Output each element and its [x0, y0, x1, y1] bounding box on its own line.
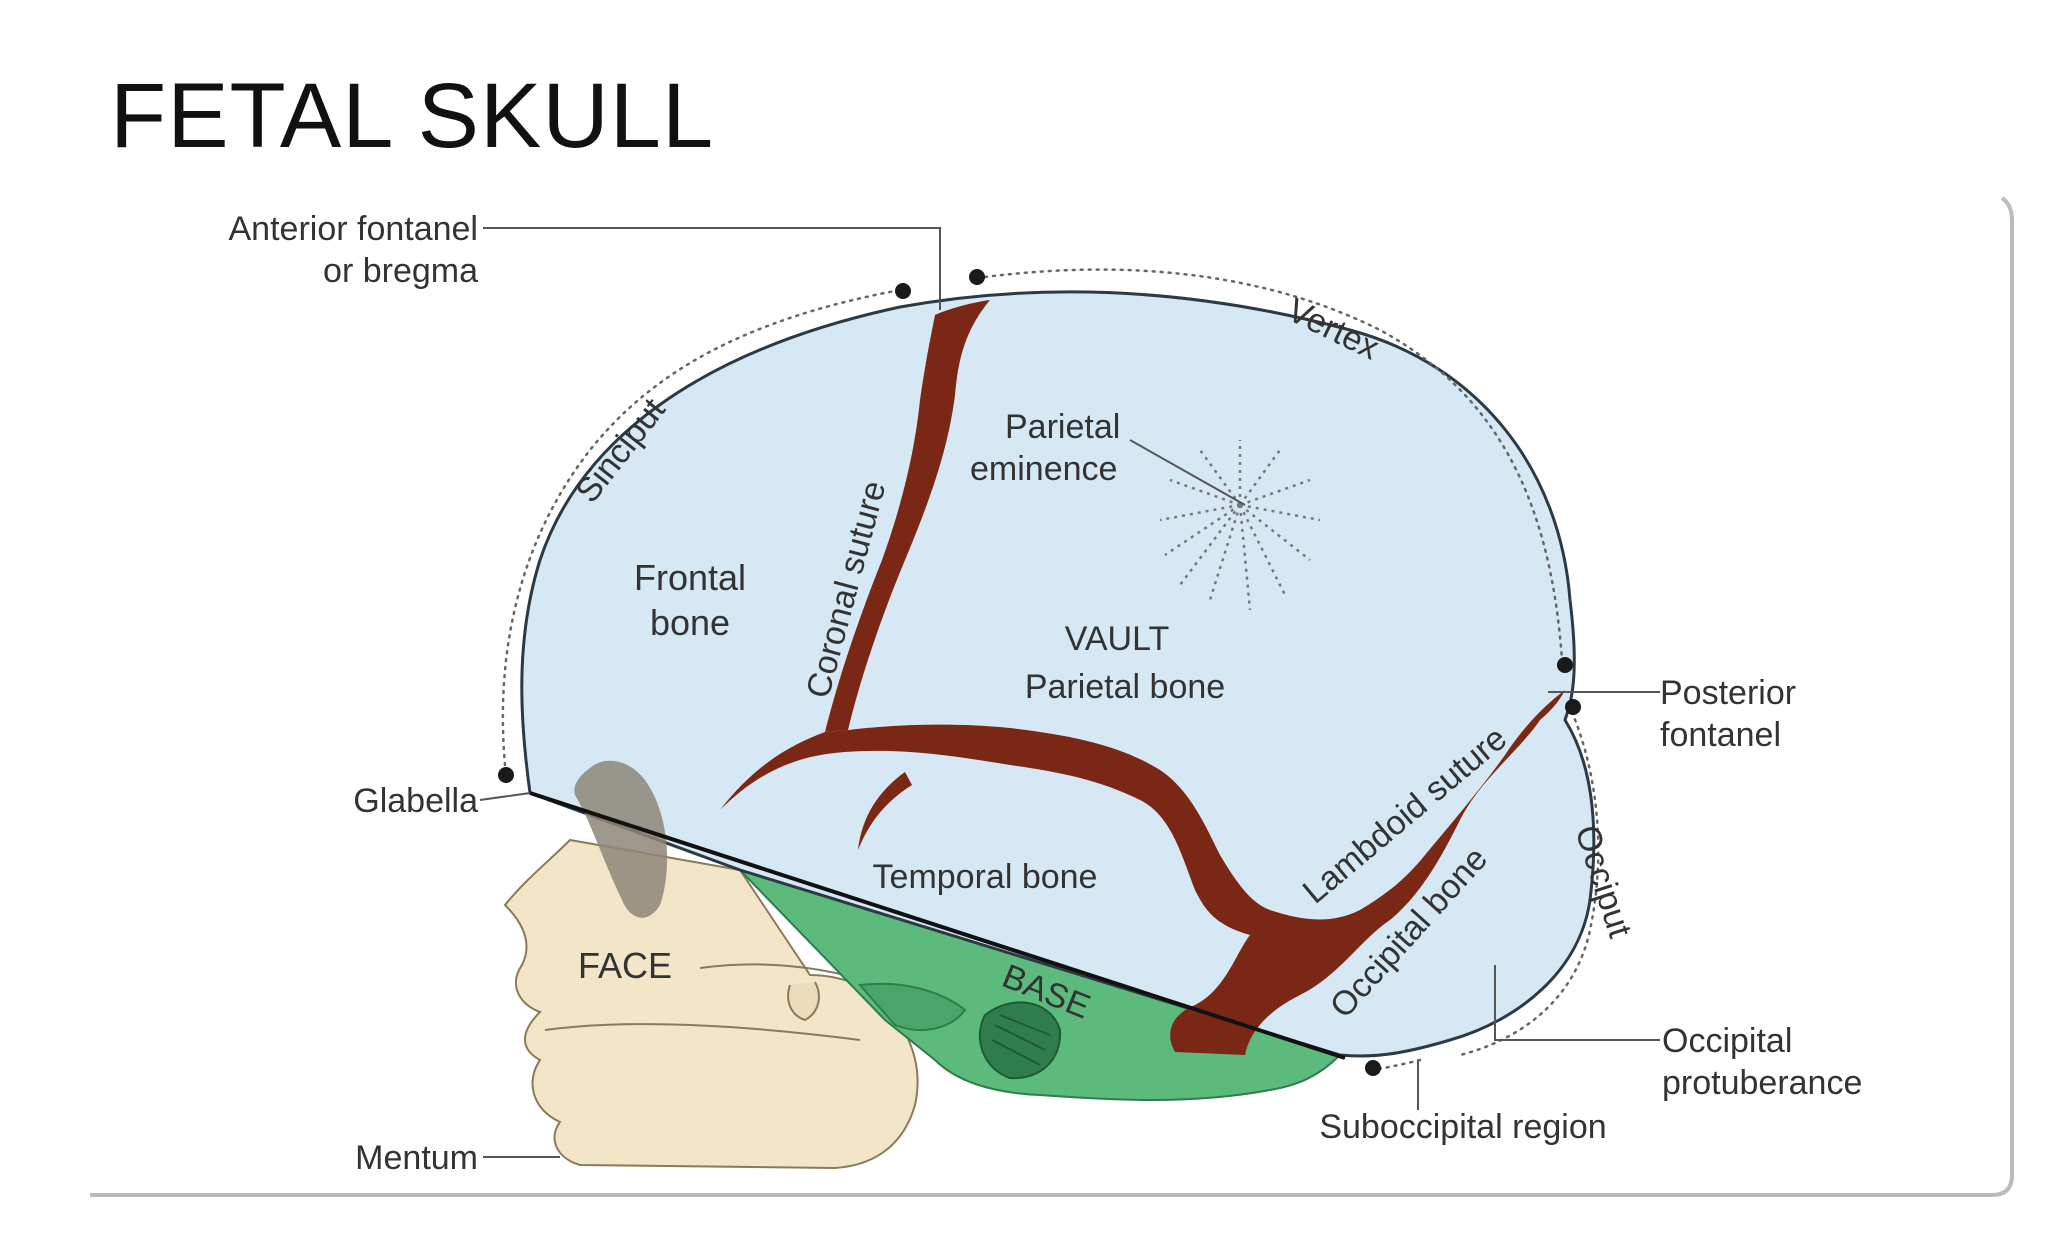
parietal-eminence-leader: [1129, 439, 1246, 506]
label-anterior-fontanel-2: or bregma: [323, 252, 478, 290]
label-frontal-bone-2: bone: [650, 602, 730, 643]
label-vault-parietal-bone: Parietal bone: [1025, 668, 1225, 706]
label-anterior-fontanel: Anterior fontanel: [229, 210, 479, 248]
posterior-fontanel-point-upper: [1557, 657, 1573, 673]
anterior-fontanel-point: [895, 283, 911, 299]
vertex-arc: [983, 268, 1564, 662]
vault-region: [520, 290, 1596, 1058]
label-vault: VAULT: [1065, 620, 1170, 658]
base-shadow-ridge: [858, 982, 967, 1031]
figure-frame: [90, 196, 2014, 1197]
label-occipital-protuberance-2: protuberance: [1662, 1064, 1862, 1102]
label-posterior-fontanel-2: fontanel: [1660, 716, 1781, 754]
label-suboccipital-region: Suboccipital region: [1319, 1108, 1606, 1146]
base-dividing-line: [529, 791, 1346, 1060]
posterior-fontanel-point-lower: [1565, 699, 1581, 715]
squamous-suture-branch: [858, 772, 912, 850]
orbit-shadow: [574, 760, 668, 918]
label-glabella: Glabella: [353, 782, 478, 820]
mastoid-hatch: [991, 1014, 1051, 1066]
anterior-fontanel-leader: [483, 227, 941, 310]
label-frontal-bone: Frontal: [634, 557, 746, 598]
mastoid-process: [978, 1001, 1062, 1080]
label-parietal-eminence: Parietal: [1005, 408, 1120, 446]
label-parietal-eminence-2: eminence: [970, 450, 1117, 488]
occiput-arc: [1458, 710, 1600, 1057]
parietal-eminence-rays: [1159, 440, 1321, 611]
coronal-suture: [825, 300, 990, 732]
glabella-point: [498, 767, 514, 783]
label-temporal-bone: Temporal bone: [873, 858, 1098, 896]
label-face: FACE: [578, 945, 672, 986]
suboccipital-point: [1365, 1060, 1381, 1076]
occipital-protuberance-leader: [1494, 965, 1660, 1041]
label-mentum: Mentum: [355, 1139, 478, 1177]
label-posterior-fontanel: Posterior: [1660, 674, 1796, 712]
face-jaw-line: [544, 1023, 861, 1041]
face-tooth-notch: [787, 981, 820, 1022]
vertex-start-point: [969, 269, 985, 285]
label-occipital-protuberance: Occipital: [1662, 1022, 1792, 1060]
parietal-temporal-suture: [720, 690, 1565, 1055]
slide-title: FETAL SKULL: [110, 65, 715, 167]
glabella-leader: [479, 792, 531, 801]
